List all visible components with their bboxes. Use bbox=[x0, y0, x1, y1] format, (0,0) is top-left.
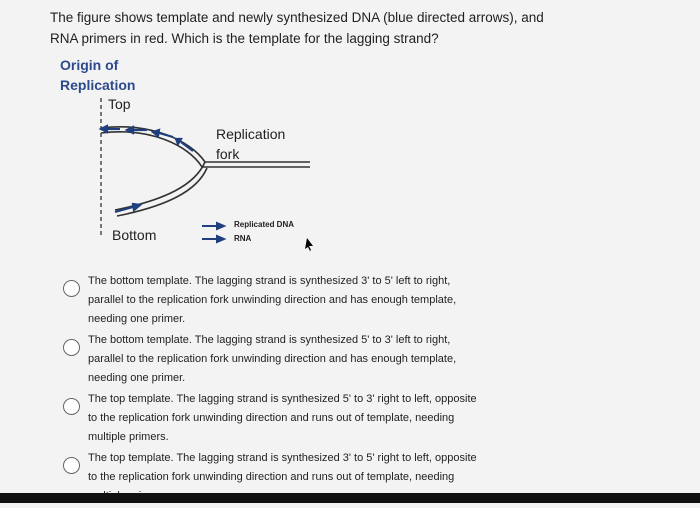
replication-fork-label: Replication fork bbox=[216, 124, 285, 164]
legend-rna-arrow bbox=[202, 234, 227, 244]
option-2-line-3: needing one primer. bbox=[88, 372, 186, 384]
legend-dna-label: Replicated DNA bbox=[234, 220, 295, 229]
bottom-leading-arrow bbox=[114, 202, 143, 214]
option-2-line-1: The bottom template. The lagging strand … bbox=[88, 334, 451, 346]
option-3-line-1: The top template. The lagging strand is … bbox=[88, 393, 477, 405]
top-okazaki-arrows bbox=[98, 124, 194, 152]
answer-option-2[interactable]: The bottom template. The lagging strand … bbox=[60, 331, 560, 388]
fork-drawing bbox=[98, 98, 313, 251]
question-line-2: RNA primers in red. Which is the templat… bbox=[50, 31, 439, 46]
replication-fork-label-line-1: Replication bbox=[216, 126, 286, 142]
question-text: The figure shows template and newly synt… bbox=[50, 7, 650, 49]
radio-button-4[interactable] bbox=[63, 457, 80, 474]
option-1-line-3: needing one primer. bbox=[88, 313, 186, 325]
radio-button-1[interactable] bbox=[63, 280, 80, 297]
bottom-label: Bottom bbox=[112, 227, 157, 243]
top-label: Top bbox=[108, 96, 131, 112]
top-template-strand-2 bbox=[100, 131, 310, 168]
answer-option-3[interactable]: The top template. The lagging strand is … bbox=[60, 390, 560, 447]
bottom-template-strand-2 bbox=[116, 167, 208, 217]
origin-label-line-1: Origin of bbox=[60, 57, 119, 73]
legend-rna-label: RNA bbox=[234, 234, 252, 243]
radio-button-3[interactable] bbox=[63, 398, 80, 415]
origin-label: Origin of Replication bbox=[60, 55, 135, 95]
question-line-1: The figure shows template and newly synt… bbox=[50, 10, 544, 25]
answer-option-1[interactable]: The bottom template. The lagging strand … bbox=[60, 272, 560, 329]
answer-options: The bottom template. The lagging strand … bbox=[60, 272, 560, 508]
legend-dna-arrow bbox=[202, 221, 227, 231]
option-1-line-2: parallel to the replication fork unwindi… bbox=[88, 294, 457, 306]
bottom-edge-bar bbox=[0, 493, 700, 503]
mouse-cursor-icon bbox=[305, 238, 313, 251]
option-1-line-1: The bottom template. The lagging strand … bbox=[88, 275, 451, 287]
option-4-line-2: to the replication fork unwinding direct… bbox=[88, 471, 455, 483]
radio-button-2[interactable] bbox=[63, 339, 80, 356]
option-2-line-2: parallel to the replication fork unwindi… bbox=[88, 353, 457, 365]
replication-fork-label-line-2: fork bbox=[216, 146, 240, 162]
bottom-template-strand bbox=[114, 161, 206, 211]
replication-fork-diagram: Origin of Replication Top Replication fo… bbox=[55, 50, 330, 255]
origin-label-line-2: Replication bbox=[60, 77, 136, 93]
option-3-line-2: to the replication fork unwinding direct… bbox=[88, 412, 455, 424]
option-3-line-3: multiple primers. bbox=[88, 431, 169, 443]
option-4-line-1: The top template. The lagging strand is … bbox=[88, 452, 477, 464]
